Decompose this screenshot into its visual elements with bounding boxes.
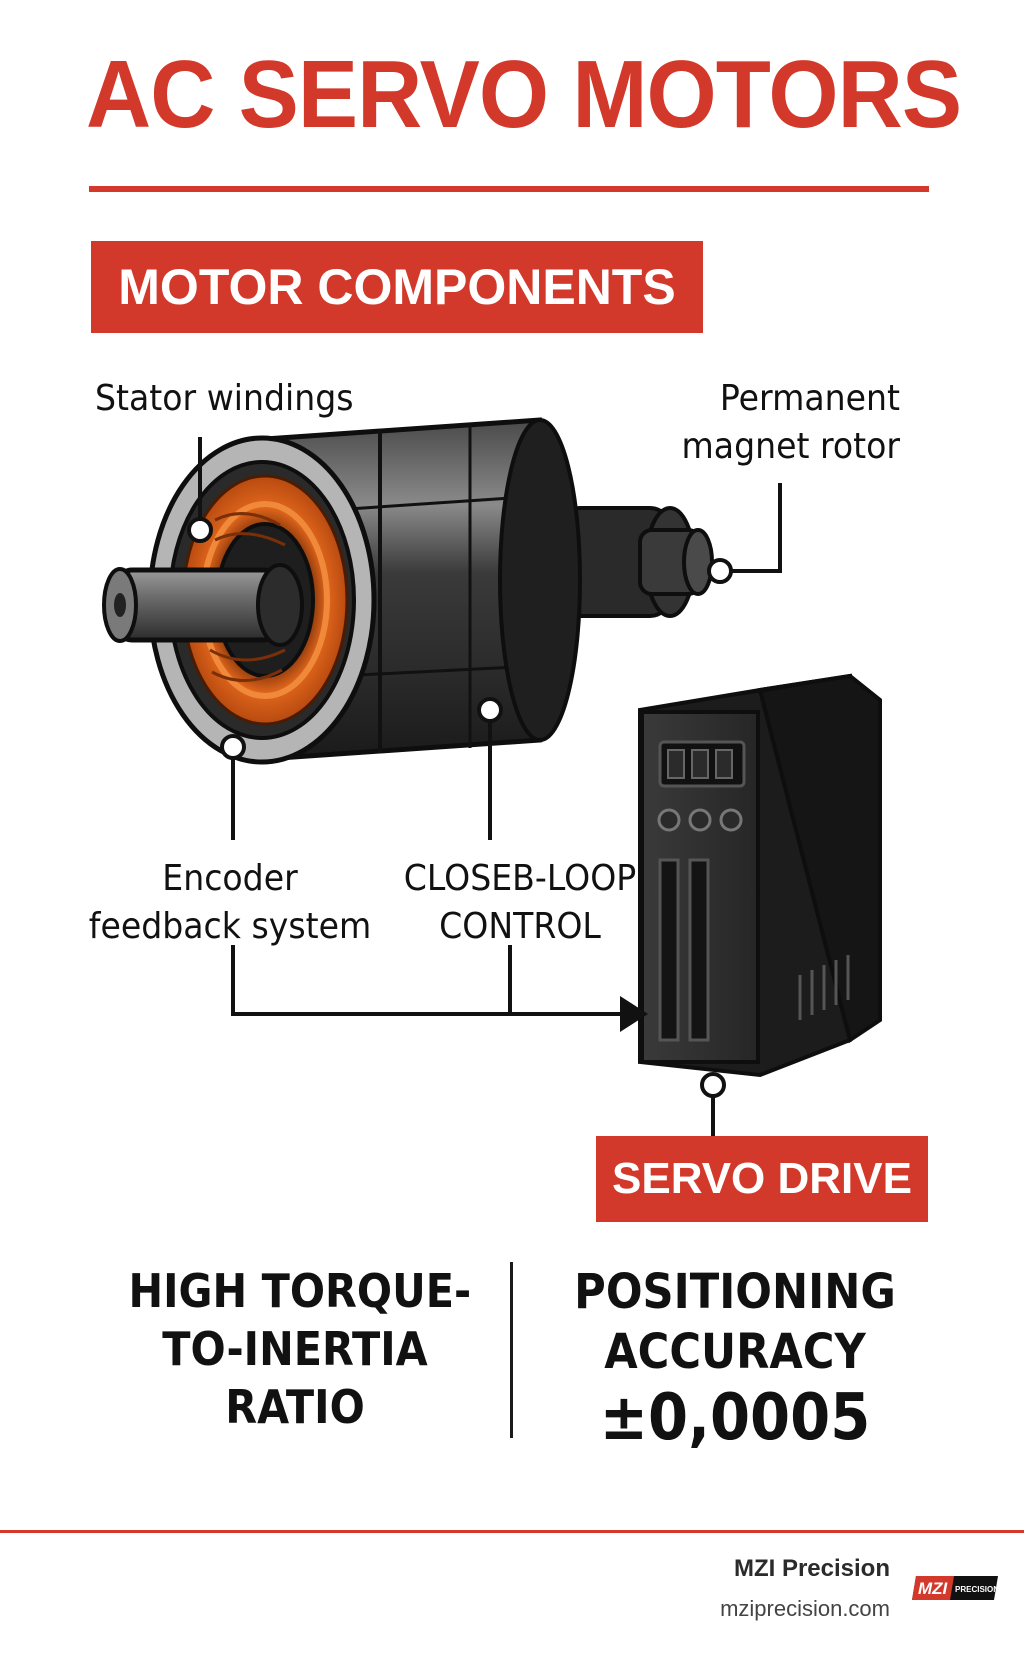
arrow-head: [620, 996, 648, 1032]
stat-torque-ratio: HIGH TORQUE- TO-INERTIA RATIO: [128, 1262, 472, 1436]
footer-divider: [0, 1530, 1024, 1533]
stat-accuracy-line1: POSITIONING: [574, 1264, 896, 1320]
callout-permanent-magnet-rotor: Permanent magnet rotor: [661, 375, 900, 471]
logo-text: MZI: [918, 1579, 949, 1598]
stats-divider: [510, 1262, 513, 1438]
callout-magnet-line2: magnet rotor: [681, 426, 900, 467]
callout-stator-windings: Stator windings: [95, 378, 354, 419]
logo-subtext: PRECISION: [955, 1585, 999, 1594]
callout-magnet-line1: Permanent: [719, 378, 900, 419]
leader-dots: [187, 517, 733, 1098]
stat-torque-line2: TO-INERTIA: [162, 1322, 428, 1376]
callout-closed-line2: CONTROL: [439, 906, 601, 947]
stat-accuracy-line2: ACCURACY: [604, 1324, 866, 1380]
leader-lines: [198, 437, 782, 1136]
rotor-rear-shaft: [558, 506, 714, 618]
callout-encoder-line2: feedback system: [88, 906, 372, 947]
callout-encoder-feedback: Encoder feedback system: [74, 855, 387, 951]
title-divider: [89, 186, 929, 192]
callout-encoder-line1: Encoder: [162, 858, 298, 899]
servo-drive-label: SERVO DRIVE: [596, 1136, 928, 1222]
brand-url-link[interactable]: mziprecision.com: [720, 1596, 890, 1621]
stat-accuracy-value: ±0,0005: [599, 1381, 871, 1455]
stat-torque-line1: HIGH TORQUE-: [128, 1264, 472, 1318]
stat-torque-line3: RATIO: [225, 1380, 365, 1434]
servo-drive-box: [638, 673, 882, 1078]
stat-positioning-accuracy: POSITIONING ACCURACY: [555, 1262, 915, 1382]
callout-closed-loop-control: CLOSEB-LOOP CONTROL: [391, 855, 649, 951]
section-label: MOTOR COMPONENTS: [91, 241, 703, 333]
front-shaft: [102, 563, 304, 647]
brand-name: MZI Precision: [733, 1555, 890, 1582]
brand-logo: MZI PRECISION: [912, 1576, 999, 1600]
page-title: AC SERVO MOTORS: [86, 41, 962, 148]
callout-closed-line1: CLOSEB-LOOP: [403, 858, 637, 899]
